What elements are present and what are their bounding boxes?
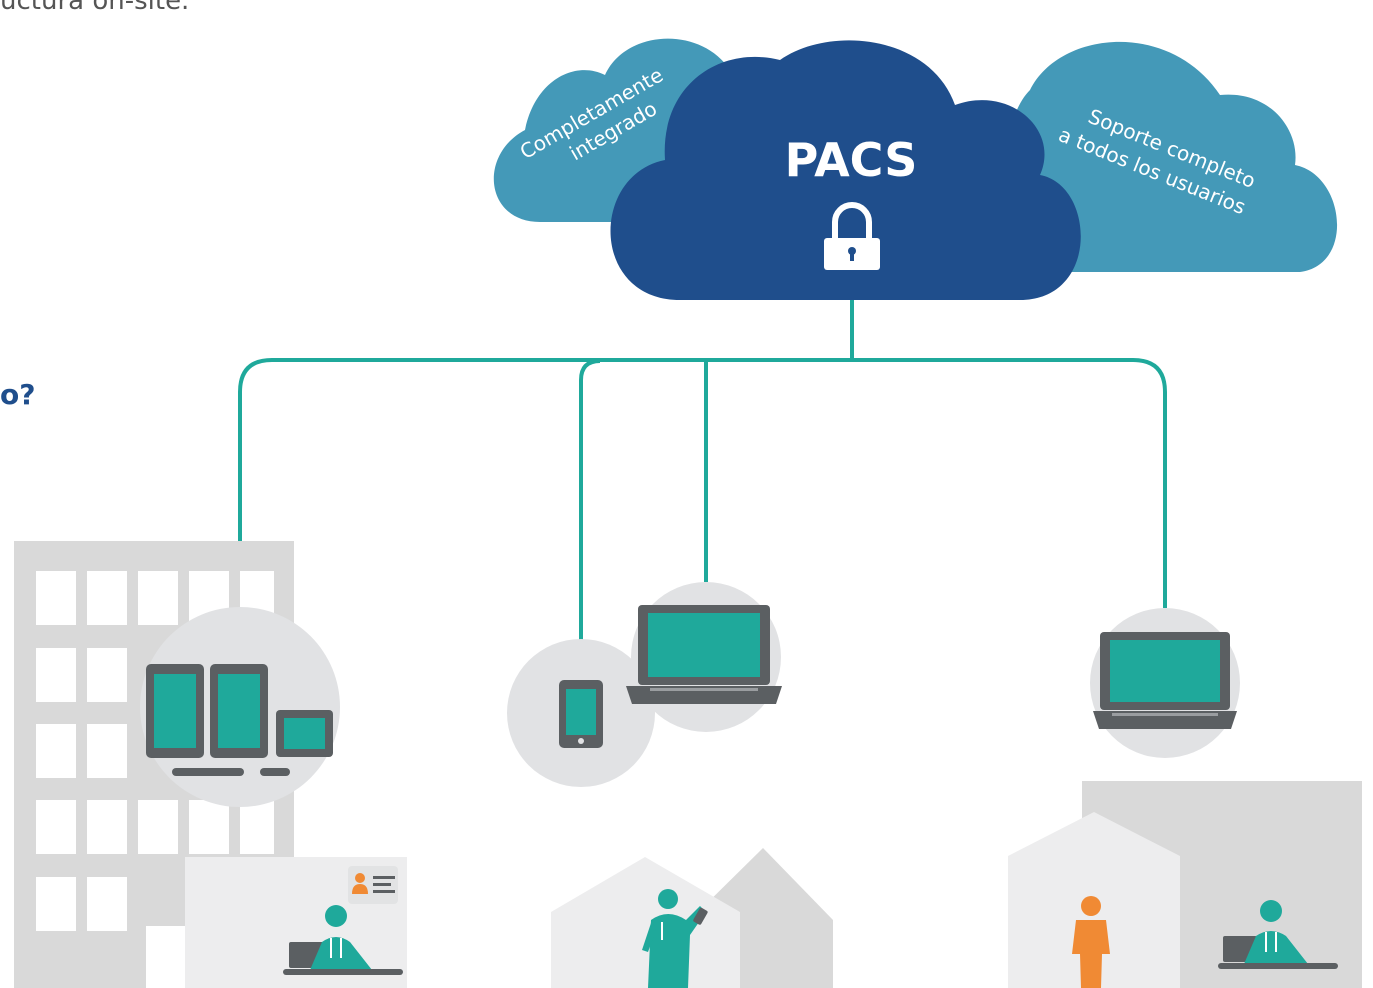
cloud-center	[610, 40, 1081, 301]
laptop-icon	[626, 605, 782, 704]
keyboard-bar	[260, 768, 290, 776]
lock-icon	[824, 202, 880, 270]
cloud-right	[1004, 41, 1338, 272]
doctor-icon	[1218, 900, 1338, 969]
home-front	[551, 857, 740, 988]
contact-card-icon	[348, 866, 398, 904]
cloud-title: PACS	[785, 133, 918, 187]
doctor-icon	[283, 905, 403, 975]
network-connectors	[238, 300, 1167, 640]
phone-icon	[276, 710, 333, 757]
tablet-icon	[210, 664, 268, 758]
phone-icon	[559, 680, 603, 748]
doctor-icon	[642, 889, 708, 988]
question-text-fragment: o?	[0, 378, 36, 411]
laptop-icon	[1093, 632, 1237, 729]
patient-icon	[1072, 896, 1110, 988]
tablet-icon	[146, 664, 204, 758]
keyboard-bar	[172, 768, 244, 776]
intro-text-fragment: uctura on-site.	[0, 0, 190, 16]
